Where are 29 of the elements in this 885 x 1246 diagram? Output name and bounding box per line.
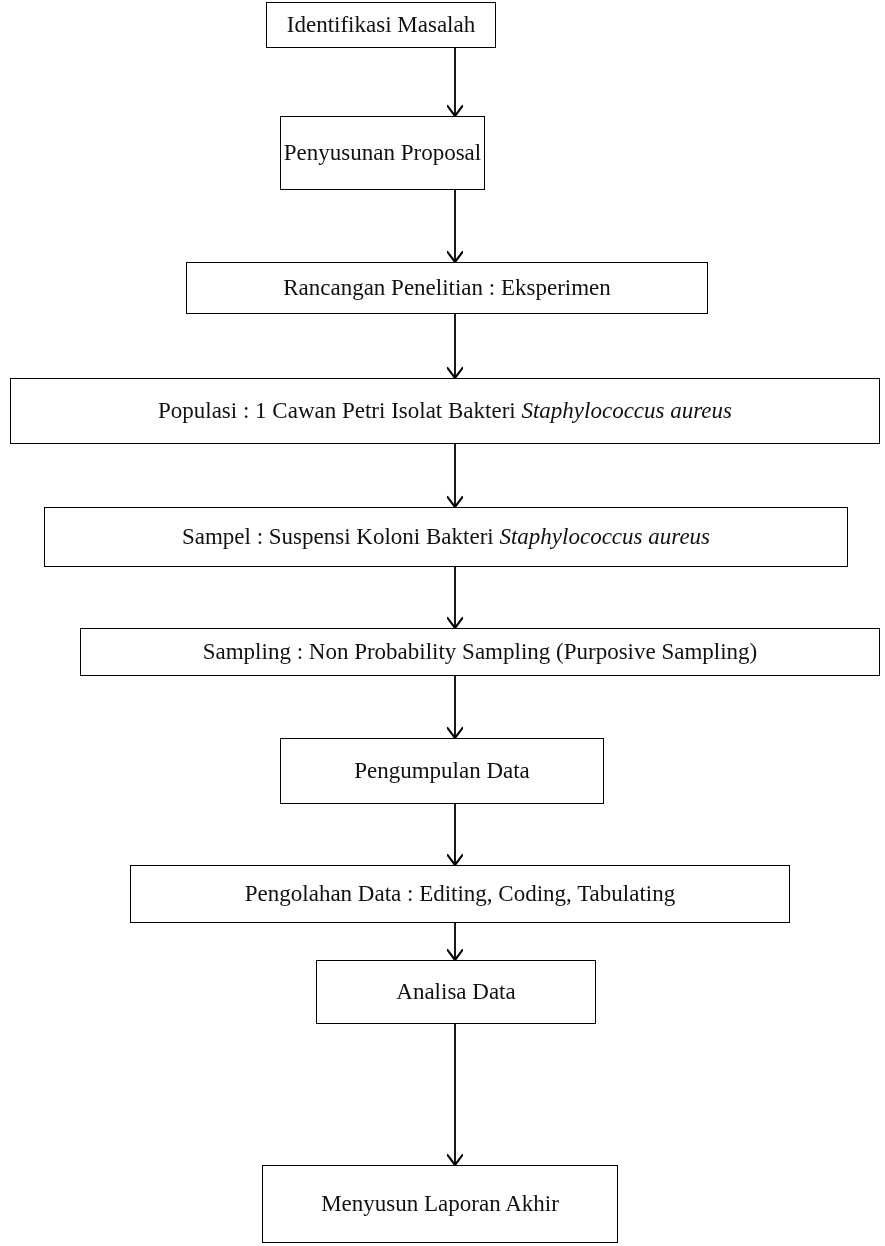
step-label: Pengumpulan Data: [354, 758, 530, 784]
arrow: [445, 443, 465, 509]
arrow: [445, 1023, 465, 1167]
step-label: Identifikasi Masalah: [286, 12, 476, 38]
step-label: Menyusun Laporan Akhir: [321, 1191, 559, 1217]
step-label: Sampel : Suspensi Koloni Bakteri Staphylococcus aureus: [181, 524, 711, 550]
arrow: [445, 566, 465, 630]
arrow: [445, 803, 465, 867]
step-label: Rancangan Penelitian : Eksperimen: [283, 275, 611, 301]
process-box: [10, 378, 880, 444]
process-box: [266, 2, 496, 48]
arrow: [445, 922, 465, 962]
arrow: [445, 675, 465, 740]
process-box: [280, 116, 485, 190]
process-box: [262, 1165, 618, 1243]
arrow: [445, 313, 465, 380]
arrow: [445, 189, 465, 264]
process-box: [130, 865, 790, 923]
step-label: Sampling : Non Probability Sampling (Purposive Sampling): [202, 639, 758, 665]
step-label: Penyusunan Proposal: [283, 140, 482, 166]
process-box: [80, 628, 880, 676]
step-label: Analisa Data: [396, 979, 516, 1005]
process-box: [316, 960, 596, 1024]
step-label: Populasi : 1 Cawan Petri Isolat Bakteri Staphylococcus aureus: [157, 398, 733, 424]
step-label: Pengolahan Data : Editing, Coding, Tabulating: [244, 881, 676, 907]
process-box: [186, 262, 708, 314]
process-box: [280, 738, 604, 804]
arrow: [445, 47, 465, 118]
process-box: [44, 507, 848, 567]
